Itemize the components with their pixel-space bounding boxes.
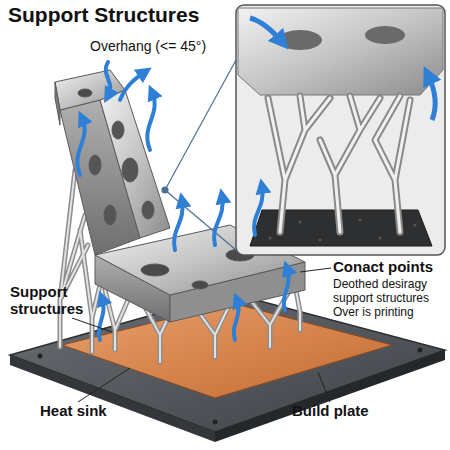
- contact-note: Deothed desiragy support structures Over…: [333, 277, 448, 319]
- leader-lines: [72, 268, 331, 402]
- overhang-label: Overhang (<= 45°): [90, 38, 240, 55]
- contact-label: Conact points: [333, 258, 448, 275]
- detail-inset: [236, 5, 445, 255]
- diagram-title: Support Structures: [8, 3, 308, 27]
- airflow-arrows: [77, 62, 288, 340]
- build-plate-label: Build plate: [292, 402, 432, 420]
- zoom-lines: [162, 60, 236, 250]
- heat-sink-label: Heat sink: [40, 402, 160, 420]
- support-label: Support structures: [10, 283, 100, 317]
